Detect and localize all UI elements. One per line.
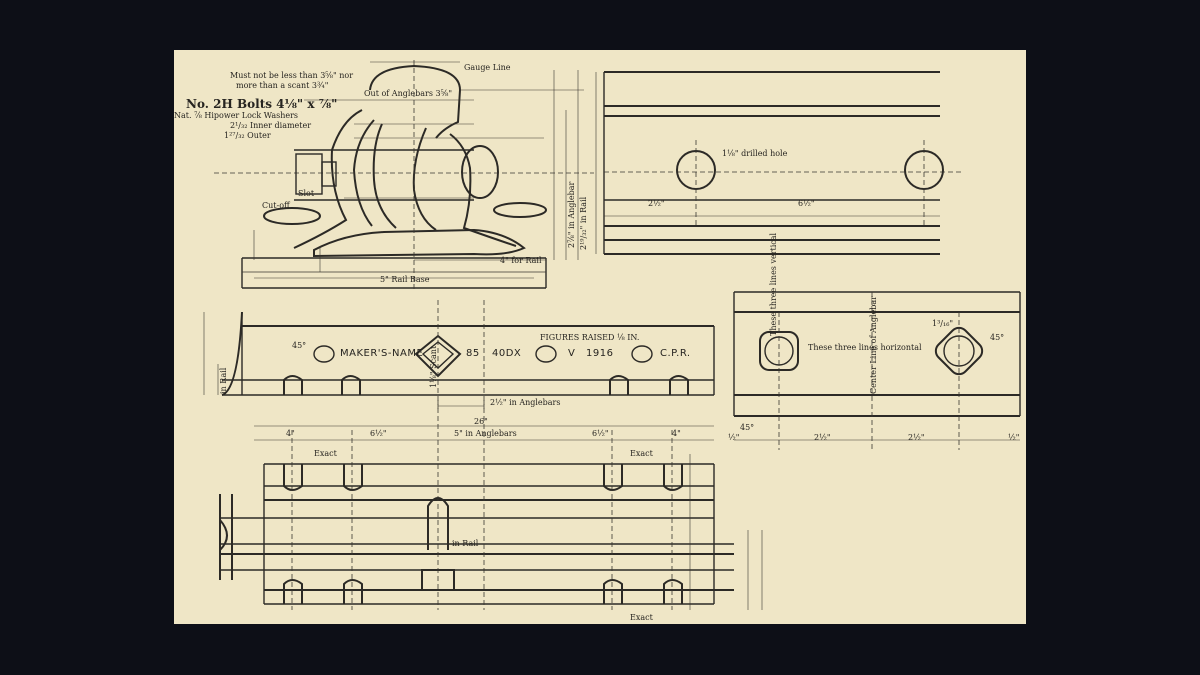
center-line-label: Center Line of Anglebar (869, 295, 878, 394)
dim-4-left: 4" (286, 429, 295, 438)
technical-drawing (203, 60, 1021, 610)
dim-2-5-top: 2½" (648, 199, 665, 208)
rail-weight-text: 85 (466, 348, 480, 359)
plan-view (219, 400, 763, 610)
exact-label-bottom: Exact (630, 613, 653, 622)
must-not-note-2: more than a scant 3¾" (236, 81, 329, 90)
figures-raised-label: FIGURES RAISED ⅛ IN. (540, 333, 640, 342)
dim-6-5-left: 6½" (370, 429, 387, 438)
dim-4-right: 4" (672, 429, 681, 438)
dim-half-right: ½" (1008, 433, 1020, 442)
in-rail-vertical-label: 2¹⁹/₃₂" in Rail (579, 196, 588, 250)
dim-6-5-right: 6½" (592, 429, 609, 438)
anglebar-elevation (595, 71, 964, 255)
out-of-anglebars-label: Out of Anglebars 3⅝" (364, 89, 453, 98)
rail-owner-text: C.P.R. (660, 348, 691, 359)
dim-6-5-top: 6½" (798, 199, 815, 208)
drilled-hole-label: 1⅛" drilled hole (722, 149, 788, 158)
in-anglebar-vertical-label: 2⅞" in Anglebar (567, 181, 576, 248)
angle-45-c: 45° (990, 333, 1005, 342)
in-rail-left-label: in Rail (219, 367, 228, 394)
rail-mill-text: V (568, 348, 576, 359)
rail-year-text: 1916 (586, 348, 614, 359)
makers-name-text: MAKER'S-NAME (340, 348, 424, 359)
exact-label-right: Exact (630, 449, 653, 458)
inner-diameter-label: 2¹/₃₂ Inner diameter (230, 121, 312, 130)
washers-label: Nat. ⅞ Hipower Lock Washers (174, 111, 299, 120)
rail-cross-section (214, 60, 594, 290)
rail-section-text: 40DX (492, 348, 522, 359)
dim-13-16-label: 1³/₁₆" (932, 319, 954, 328)
exact-label-left: Exact (314, 449, 337, 458)
dim-2-5-mid-a: 2½" (814, 433, 831, 442)
in-anglebars-label: 2½" in Anglebars (490, 398, 561, 407)
dim-half-left: ½" (728, 433, 740, 442)
dim-26-label: 26" (474, 417, 488, 426)
dim-2-5-mid-b: 2½" (908, 433, 925, 442)
rail-side-elevation (203, 300, 715, 410)
slot-label: Slot (298, 189, 315, 198)
hole-detail (733, 291, 1021, 450)
rail-base-label: 5" Rail Base (380, 275, 430, 284)
three-lines-horizontal-label: These three lines horizontal (808, 343, 922, 352)
angle-45-b: 45° (740, 423, 755, 432)
for-rail-label: 4" for Rail (500, 256, 542, 265)
three-lines-vertical-label: These three lines vertical (769, 232, 778, 336)
scant-label: 1⅛" Scant (429, 345, 438, 388)
angle-45-a: 45° (292, 341, 307, 350)
outer-diameter-label: 1²⁷/₃₂ Outer (224, 131, 271, 140)
bolts-label: No. 2H Bolts 4⅛" x ⅞" (186, 97, 338, 111)
gauge-line-label: Gauge Line (464, 63, 511, 72)
in-anglebars-5-label: 5" in Anglebars (454, 429, 517, 438)
drawing-sheet: Gauge Line Must not be less than 3⅝" nor… (174, 50, 1026, 624)
cut-off-label: Cut-off (262, 201, 290, 210)
in-rail-plan-label: in Rail (452, 539, 479, 548)
must-not-note-1: Must not be less than 3⅝" nor (230, 71, 354, 80)
